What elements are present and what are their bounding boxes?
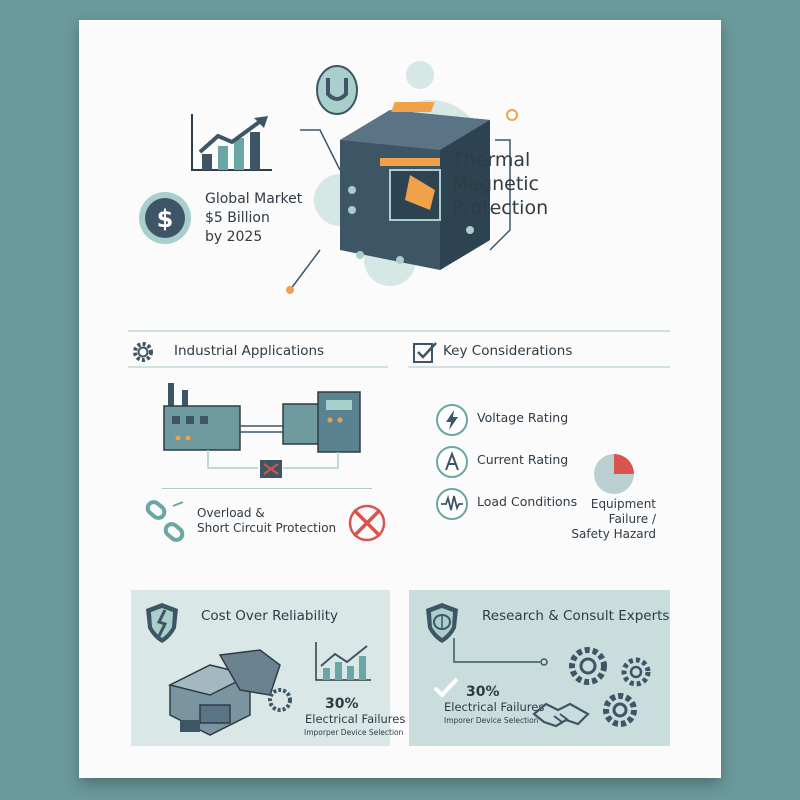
market-line: $5 Billion	[205, 210, 270, 226]
failure-x-icon	[348, 504, 386, 542]
cost-heading: Cost Over Reliability	[201, 608, 339, 624]
item-badge	[436, 488, 468, 520]
title-line: Magnetic	[452, 173, 540, 195]
risk-line: Equipment	[590, 497, 656, 511]
ampere-icon	[445, 451, 459, 471]
research-stat-sub: Imporer Device Selection	[444, 716, 539, 725]
risk-line: Safety Hazard	[571, 527, 656, 541]
scrap-devices-illustration	[167, 649, 292, 736]
industrial-heading: Industrial Applications	[174, 343, 325, 359]
lightning-icon	[446, 410, 458, 430]
title-line: Thermal	[452, 149, 531, 171]
dollar-icon: $	[139, 192, 191, 244]
risk-pie-chart	[594, 454, 634, 494]
protection-line: Overload &	[197, 506, 265, 520]
research-stat-label: Electrical Failures	[444, 700, 545, 714]
broken-chain-icon	[145, 500, 185, 542]
section-divider	[128, 330, 670, 332]
brain-shield-icon	[426, 603, 458, 643]
heading-underline	[128, 366, 388, 368]
research-heading: Research & Consult Experts	[482, 608, 670, 624]
broken-shield-icon	[146, 603, 178, 643]
item-badge	[436, 446, 468, 478]
cost-stat: 30%	[325, 696, 359, 712]
handshake-icon	[532, 702, 590, 728]
checkmark-icon	[433, 677, 459, 698]
waveform-icon	[441, 494, 463, 511]
gears-icon	[569, 647, 651, 727]
considerations-heading: Key Considerations	[443, 343, 573, 359]
protection-text: Overload & Short Circuit Protection	[197, 506, 336, 536]
growth-chart-icon	[191, 114, 272, 171]
risk-line: Failure /	[608, 512, 656, 526]
gear-icon	[133, 342, 153, 362]
page-title: Thermal Magnetic Protection	[452, 148, 548, 220]
market-line: by 2025	[205, 229, 263, 245]
market-line: Global Market	[205, 191, 303, 207]
protection-line: Short Circuit Protection	[197, 521, 337, 535]
diagram-connector	[162, 488, 372, 489]
research-stat: 30%	[466, 684, 500, 700]
connector-line	[453, 638, 548, 666]
market-text: Global Market $5 Billion by 2025	[205, 190, 302, 247]
title-line: Protection	[452, 197, 549, 219]
consideration-voltage: Voltage Rating	[477, 410, 569, 425]
consideration-current: Current Rating	[477, 452, 569, 467]
svg-text:$: $	[157, 205, 174, 233]
cost-stat-label: Electrical Failures	[305, 712, 406, 726]
checklist-icon	[413, 342, 437, 363]
cost-stat-sub: Imporper Device Selection	[304, 728, 404, 737]
risk-slice	[614, 454, 634, 474]
magnet-icon	[316, 65, 358, 115]
industrial-diagram	[163, 383, 361, 478]
consideration-load: Load Conditions	[477, 494, 578, 509]
bar-chart-icon	[315, 642, 371, 681]
risk-text: Equipment Failure / Safety Hazard	[570, 497, 656, 542]
item-badge	[436, 404, 468, 436]
circuit-breaker-illustration	[286, 61, 518, 294]
heading-underline	[408, 366, 670, 368]
